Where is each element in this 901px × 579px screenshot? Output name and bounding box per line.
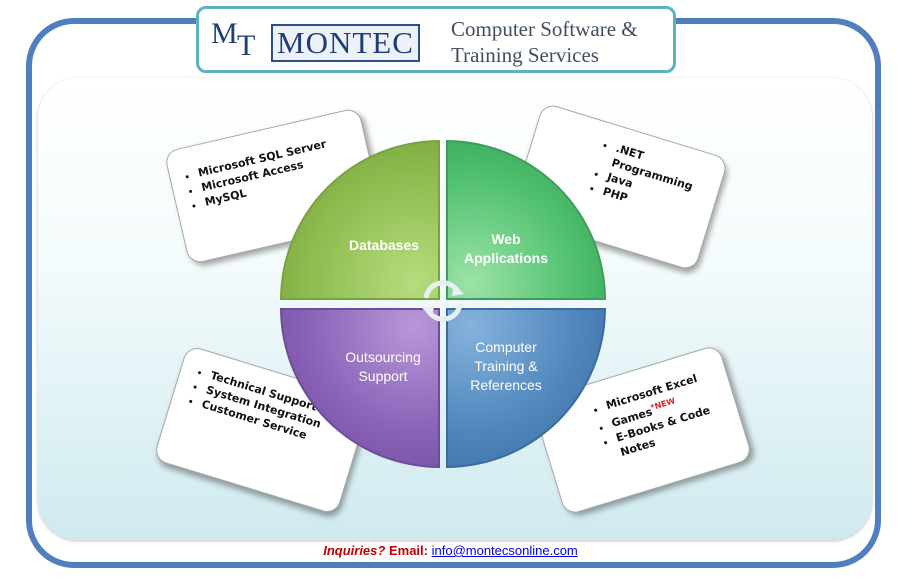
quadrant-label-web: Web Applications (456, 230, 556, 268)
email-label: Email: (388, 543, 428, 558)
quadrant-label-databases: Databases (332, 236, 436, 255)
training-list: Microsoft Excel Games*NEW E-Books & Code… (591, 362, 742, 463)
footer: Inquiries? Email: info@montecsonline.com (0, 543, 901, 558)
label-tr-line3: References (470, 377, 542, 393)
label-tr-line2: Training & (474, 358, 538, 374)
mt-monogram: M T (211, 15, 269, 63)
label-databases: Databases (348, 237, 420, 253)
tagline-line2: Training Services (451, 43, 599, 67)
label-web-line2: Applications (463, 250, 548, 266)
new-badge: *NEW (649, 396, 677, 413)
label-web-line1: Web (491, 231, 521, 247)
inquiries-label: Inquiries? (323, 543, 386, 558)
quadrant-label-outsourcing: Outsourcing Support (330, 348, 436, 386)
quadrant-databases (280, 140, 440, 300)
email-link[interactable]: info@montecsonline.com (431, 543, 578, 558)
label-out-line1: Outsourcing (345, 349, 421, 365)
cycle-arrows-icon (422, 280, 464, 322)
tagline-line1: Computer Software & (451, 17, 638, 41)
databases-list: Microsoft SQL Server Microsoft Access My… (183, 136, 335, 213)
label-out-line2: Support (358, 368, 408, 384)
web-list: .NET Programming Java PHP (588, 137, 724, 231)
header-logo: M T MONTEC Computer Software & Training … (196, 6, 676, 73)
monogram-t: T (237, 29, 256, 62)
label-tr-line1: Computer (475, 339, 537, 355)
brand-name: MONTEC (271, 24, 420, 62)
quadrant-label-training: Computer Training & References (456, 338, 556, 395)
monogram-m: M (211, 17, 238, 50)
